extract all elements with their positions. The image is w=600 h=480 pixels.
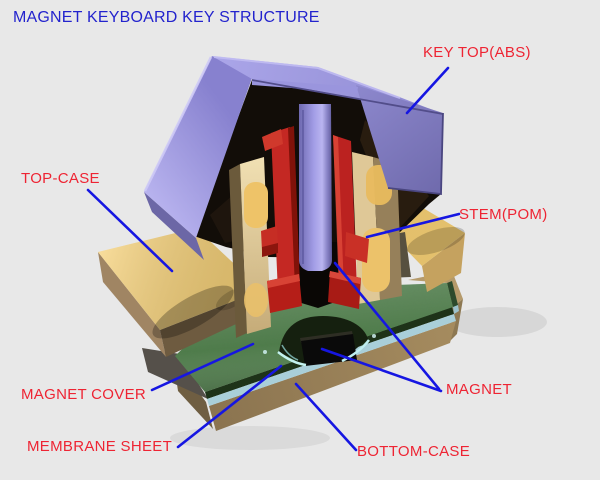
label-membrane-sheet: MEMBRANE SHEET bbox=[27, 438, 173, 455]
diagram-title: MAGNET KEYBOARD KEY STRUCTURE bbox=[13, 9, 320, 26]
leader-line-membrane-sheet bbox=[176, 364, 283, 449]
leader-line-magnet-lower bbox=[320, 347, 443, 393]
label-magnet: MAGNET bbox=[446, 381, 512, 398]
keycap-part bbox=[143, 56, 444, 260]
stem-part bbox=[261, 126, 369, 313]
label-stem: STEM(POM) bbox=[459, 206, 548, 223]
leader-line-top-case bbox=[86, 188, 174, 273]
top-case-left-part bbox=[98, 228, 268, 357]
keycap-stem-tube bbox=[299, 104, 332, 271]
label-magnet-cover: MAGNET COVER bbox=[21, 386, 147, 403]
label-key-top: KEY TOP(ABS) bbox=[423, 44, 531, 61]
leader-line-magnet-upper bbox=[333, 261, 441, 391]
switch-housing-part bbox=[229, 152, 402, 338]
magnet-part bbox=[263, 316, 376, 367]
ground-shadow-front bbox=[170, 426, 330, 450]
label-top-case: TOP-CASE bbox=[21, 170, 100, 187]
leader-line-stem bbox=[365, 212, 461, 239]
leader-line-bottom-case bbox=[294, 382, 358, 452]
label-bottom-case: BOTTOM-CASE bbox=[357, 443, 471, 460]
left-gap-shadow bbox=[142, 348, 208, 399]
leader-line-magnet-cover bbox=[150, 342, 255, 392]
leader-line-key-top bbox=[405, 66, 450, 115]
ground-shadow-right bbox=[447, 307, 547, 337]
